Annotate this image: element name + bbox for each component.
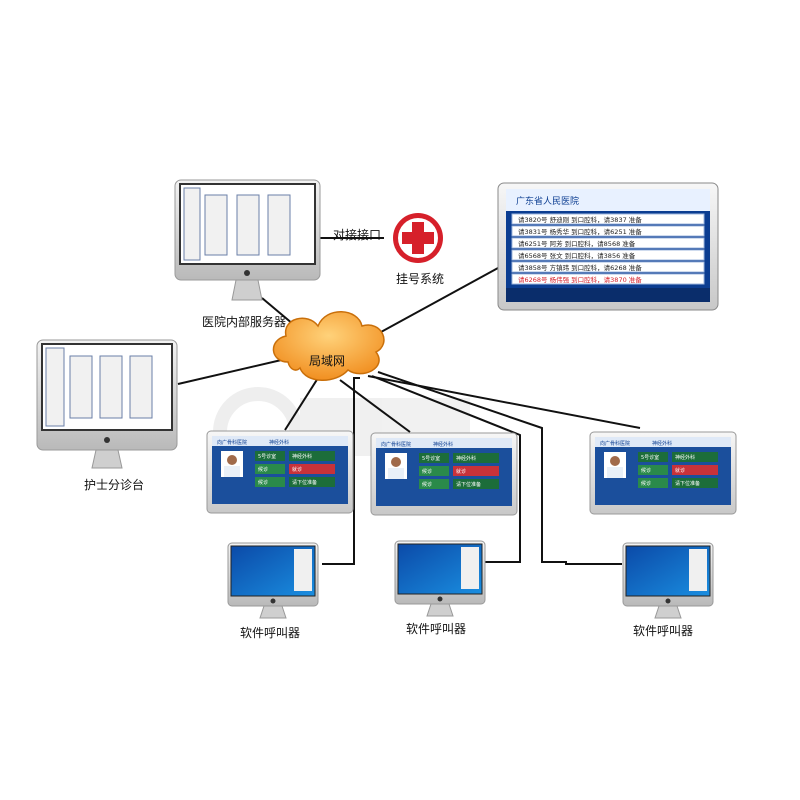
link-lan-room1: [284, 377, 319, 431]
nurse-station-label: 护士分诊台: [84, 478, 145, 492]
apple-logo-icon: [270, 598, 276, 604]
server-screen-windows: [183, 187, 291, 261]
big-display-row: [511, 261, 705, 273]
big-display-row-text: 请6568号 张文 到口腔科，请3856 准备: [518, 251, 636, 260]
room-display-dept: 神经外科: [433, 441, 453, 448]
room-display-field: 神经外科: [292, 453, 312, 460]
big-display-row: [511, 237, 705, 249]
room-display-dept: 神经外科: [652, 440, 672, 447]
room-display-field: 请下位准备: [292, 479, 317, 486]
caller-label-3: 软件呼叫器: [633, 624, 694, 638]
big-display-row-text: 请6251号 阿芳 到口腔科，请8568 准备: [518, 239, 636, 248]
room-display-title: 向广骨科医院: [217, 439, 247, 446]
room-display-field: 请下位准备: [675, 480, 700, 487]
room-display-field: 就诊: [675, 467, 685, 474]
room-display-field: 神经外科: [456, 455, 476, 462]
room-display-field: 就诊: [456, 468, 466, 475]
room-display-field: 候诊: [641, 480, 651, 487]
registration-label: 挂号系统: [396, 272, 445, 286]
room-display-field: 候诊: [258, 466, 268, 473]
room-display-field: 5号诊室: [258, 453, 276, 460]
software-caller-computer: [394, 540, 486, 617]
room-display-field: 候诊: [258, 479, 268, 486]
room-display-field: 候诊: [422, 468, 432, 475]
red-cross-icon: [393, 213, 443, 263]
room-display-field: 神经外科: [675, 454, 695, 461]
room-display-title: 向广骨科医院: [381, 441, 411, 448]
big-display-row: [511, 249, 705, 261]
room-display: 向广骨科医院神经外科5号诊室神经外科候诊就诊候诊请下位准备: [206, 430, 354, 514]
link-caller1: [322, 377, 360, 565]
room-display-field: 5号诊室: [641, 454, 659, 461]
software-caller-computer: [227, 542, 319, 619]
server-label: 医院内部服务器: [202, 315, 287, 329]
big-display-header: 广东省人民医院: [516, 195, 579, 207]
room-display-title: 向广骨科医院: [600, 440, 630, 447]
apple-logo-icon: [437, 596, 443, 602]
apple-logo-icon: [244, 270, 250, 276]
lan-cloud-icon: [272, 311, 385, 381]
room-display-field: 候诊: [422, 481, 432, 488]
big-display-row-text: 请3820号 舒迪刚 到口腔科，请3837 准备: [518, 215, 642, 224]
big-display-row-text: 请6268号 杨伟强 到口腔科，请3870 准备: [518, 275, 642, 284]
software-caller-computer: [622, 542, 714, 619]
server-computer: [174, 179, 321, 301]
interface-label: 对接接口: [333, 228, 382, 242]
nurse-station-computer: [36, 339, 178, 469]
big-display-row: [511, 213, 705, 225]
link-lan-room2: [339, 379, 411, 433]
lan-label: 局域网: [309, 354, 346, 368]
apple-logo-icon: [665, 598, 671, 604]
apple-logo-icon: [104, 437, 110, 443]
big-display-row-text: 请3831号 杨秀华 到口腔科，请6251 准备: [518, 227, 642, 236]
big-display-row: [511, 225, 705, 237]
room-display-field: 候诊: [641, 467, 651, 474]
link-nurse-lan: [177, 357, 291, 385]
room-display-field: 5号诊室: [422, 455, 440, 462]
link-caller2: [371, 375, 521, 563]
link-lan-bigdisplay: [369, 267, 499, 339]
room-display-dept: 神经外科: [269, 439, 289, 446]
link-caller3: [377, 371, 622, 565]
big-display-row: [511, 273, 705, 285]
room-display-field: 请下位准备: [456, 481, 481, 488]
room-display: 向广骨科医院神经外科5号诊室神经外科候诊就诊候诊请下位准备: [589, 431, 737, 515]
room-display-field: 就诊: [292, 466, 302, 473]
caller-label-1: 软件呼叫器: [240, 626, 301, 640]
room-display: 向广骨科医院神经外科5号诊室神经外科候诊就诊候诊请下位准备: [370, 432, 518, 516]
big-display-row-text: 请3858号 方镇玮 到口腔科，请6268 准备: [518, 263, 642, 272]
caller-label-2: 软件呼叫器: [406, 622, 467, 636]
